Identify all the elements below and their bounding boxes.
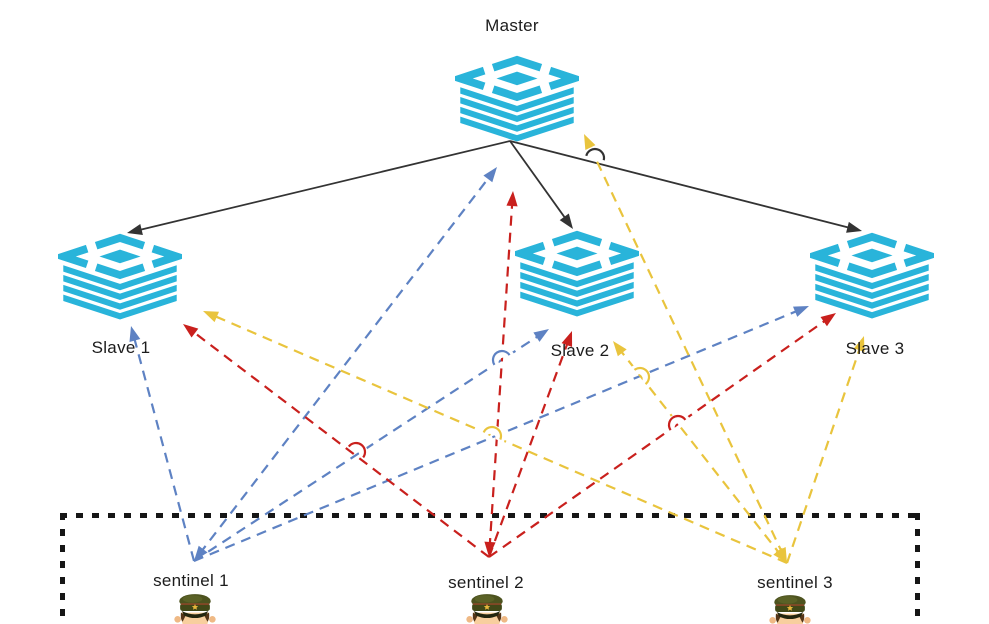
line-hop-arc <box>633 366 651 385</box>
arrowhead-sentinel1-to-slave2 <box>533 329 549 342</box>
arrowhead-slave2-to-sentinel3 <box>773 547 787 563</box>
line-hop-arc <box>482 425 503 440</box>
edge-master-to-slave2 <box>509 140 569 223</box>
redis-cube-icon <box>58 233 182 320</box>
slave3-node <box>810 232 934 320</box>
soldier-emoji-icon <box>466 594 508 624</box>
edge-sentinel2-to-slave1 <box>189 328 490 558</box>
edge-sentinel1-to-master <box>198 173 493 555</box>
line-hop-gap <box>630 364 652 389</box>
master-label: Master <box>485 16 539 35</box>
slave3-label: Slave 3 <box>845 339 905 358</box>
arrowhead-master-to-sentinel1 <box>194 545 208 561</box>
line-hop-gap <box>478 424 505 443</box>
arrowhead-sentinel2-to-master <box>506 191 518 207</box>
line-hop-arc <box>491 349 511 366</box>
sentinel3-node <box>765 593 815 624</box>
edge-sentinel2-to-slave3 <box>488 317 830 558</box>
redis-cube-icon <box>515 230 639 317</box>
sentinel-group-box-left-border <box>60 513 65 624</box>
line-hop-arc <box>347 441 367 459</box>
sentinel-group-box-right-border <box>915 513 920 624</box>
slave2-label: Slave 2 <box>550 341 610 360</box>
line-hop-gap <box>489 348 515 369</box>
edge-master-to-slave1 <box>135 140 511 232</box>
sentinel1-node <box>170 592 220 624</box>
arrowhead-sentinel3-to-master <box>584 134 596 150</box>
arrowhead-sentinel3-to-slave2 <box>613 341 627 357</box>
arrowhead-sentinel1-to-slave3 <box>792 306 809 317</box>
edge-sentinel1-to-slave1 <box>132 334 196 562</box>
line-hop-gap <box>344 440 369 462</box>
edge-sentinel3-to-slave2 <box>617 347 783 557</box>
edge-master-to-slave3 <box>509 140 854 230</box>
edge-sentinel1-to-slave3 <box>193 308 802 563</box>
edge-sentinel1-to-slave2 <box>193 333 543 562</box>
master-node <box>455 55 579 143</box>
line-hop-gap <box>665 413 690 434</box>
sentinel3-label: sentinel 3 <box>757 573 833 592</box>
slave1-label: Slave 1 <box>91 338 151 357</box>
soldier-emoji-icon <box>769 595 811 624</box>
arrowhead-master-to-sentinel2 <box>484 541 496 557</box>
edge-sentinel2-to-slave2 <box>487 339 570 558</box>
arrowhead-sentinel2-to-slave1 <box>183 324 199 338</box>
line-hop-arc <box>585 147 606 161</box>
edge-sentinel3-to-master <box>586 141 785 556</box>
soldier-emoji-icon <box>174 594 216 624</box>
arrowhead-sentinel3-to-slave1 <box>203 311 219 323</box>
edge-sentinel2-to-master <box>488 199 514 549</box>
sentinel-group-box-top-border <box>60 513 915 518</box>
slave1-node <box>58 233 182 321</box>
sentinel1-label: sentinel 1 <box>153 571 229 590</box>
line-hop-gap <box>581 146 609 163</box>
redis-cube-icon <box>455 55 579 142</box>
redis-cube-icon <box>810 232 934 319</box>
arrowhead-sentinel1-to-master <box>483 167 497 183</box>
edge-sentinel3-to-slave3 <box>785 344 863 564</box>
edge-sentinel3-to-slave1 <box>210 313 788 565</box>
arrowhead-master-to-sentinel3 <box>775 547 787 563</box>
sentinel2-node <box>462 592 512 624</box>
line-hop-arc <box>667 414 687 431</box>
slave2-node <box>515 230 639 318</box>
sentinel2-label: sentinel 2 <box>448 573 524 592</box>
